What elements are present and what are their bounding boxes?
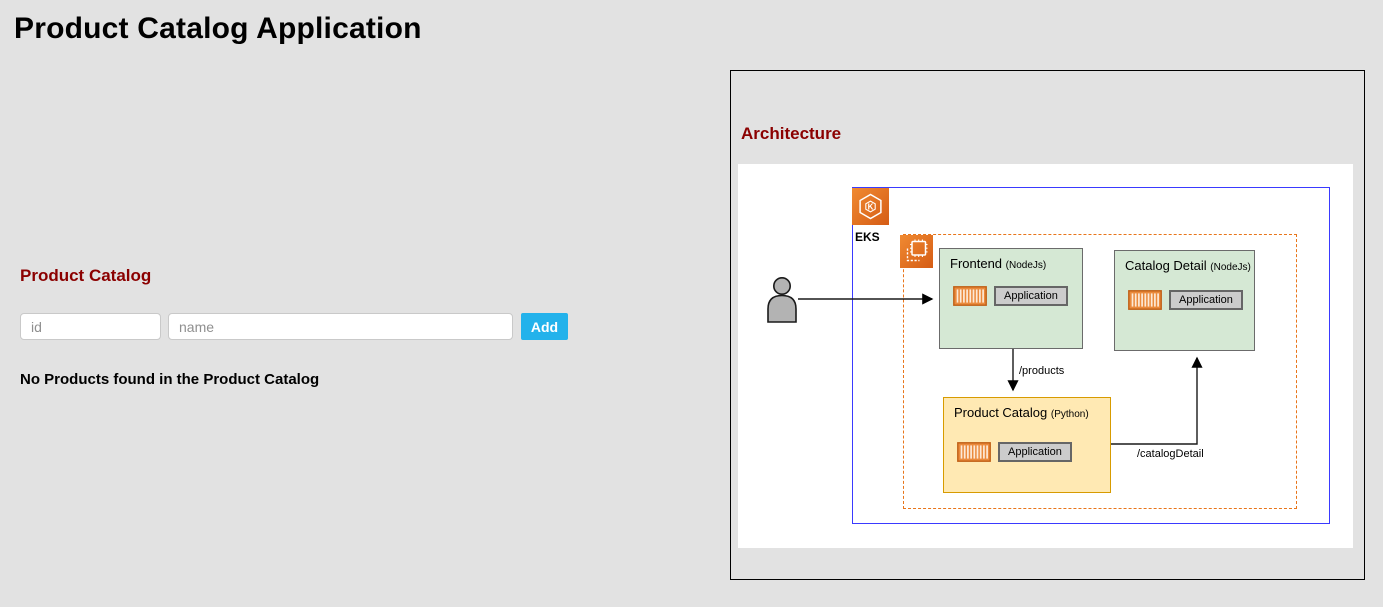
id-input[interactable]	[20, 313, 161, 340]
catalog-detail-application-chip: Application	[1169, 290, 1243, 310]
frontend-application-chip: Application	[994, 286, 1068, 306]
compute-icon	[900, 235, 933, 268]
catalog-detail-name: Catalog Detail	[1125, 258, 1207, 273]
product-catalog-app-row: Application	[957, 442, 1072, 462]
namespace-boundary	[903, 234, 1297, 509]
architecture-heading: Architecture	[741, 124, 842, 143]
frontend-node-title: Frontend (NodeJs)	[950, 256, 1046, 271]
empty-state-message: No Products found in the Product Catalog	[20, 371, 320, 388]
eks-cluster-boundary	[852, 187, 1330, 524]
architecture-panel: Architecture K EKS	[730, 70, 1365, 580]
user-icon	[767, 277, 797, 323]
edge-label-products: /products	[1019, 365, 1065, 377]
frontend-node: Frontend (NodeJs) Application	[939, 248, 1083, 349]
frontend-name: Frontend	[950, 256, 1003, 271]
svg-text:K: K	[868, 203, 874, 212]
product-catalog-name: Product Catalog	[954, 405, 1048, 420]
architecture-diagram: K EKS	[738, 164, 1353, 548]
container-icon	[957, 442, 991, 462]
catalog-detail-runtime: (NodeJs)	[1210, 262, 1251, 273]
add-button[interactable]: Add	[521, 313, 568, 340]
edge-label-catalogdetail: /catalogDetail	[1137, 448, 1204, 460]
eks-icon: K	[852, 188, 889, 225]
product-catalog-application-chip: Application	[998, 442, 1072, 462]
frontend-runtime: (NodeJs)	[1005, 260, 1047, 271]
container-icon	[953, 286, 987, 306]
catalog-detail-app-row: Application	[1128, 290, 1243, 310]
product-catalog-node: Product Catalog (Python) Application	[943, 397, 1111, 493]
product-catalog-heading: Product Catalog	[20, 266, 152, 285]
eks-label: EKS	[855, 230, 880, 244]
name-input[interactable]	[168, 313, 513, 340]
page-title: Product Catalog Application	[14, 12, 422, 45]
product-catalog-node-title: Product Catalog (Python)	[954, 405, 1089, 420]
container-icon	[1128, 290, 1162, 310]
product-catalog-runtime: (Python)	[1050, 409, 1089, 420]
catalog-detail-node: Catalog Detail (NodeJs) Application	[1114, 250, 1255, 351]
catalog-detail-node-title: Catalog Detail (NodeJs)	[1125, 258, 1251, 273]
frontend-app-row: Application	[953, 286, 1068, 306]
